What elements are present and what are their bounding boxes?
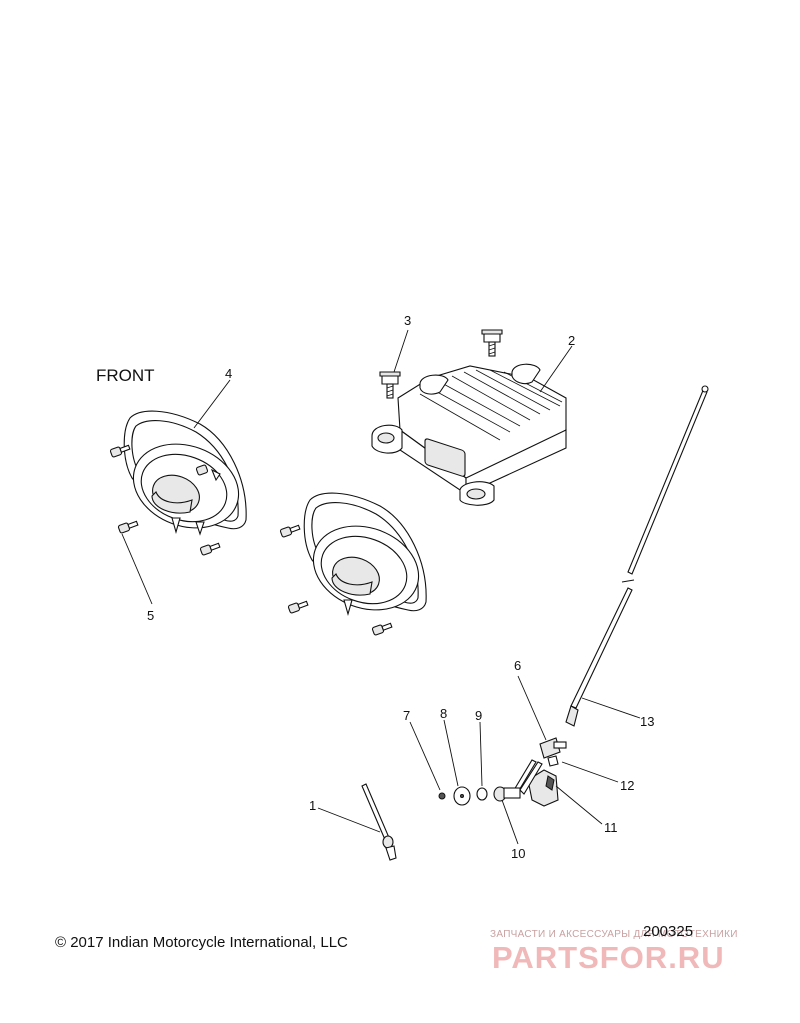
front-label: FRONT [96,366,155,385]
callout-7: 7 [403,708,410,723]
speaker-left [123,410,247,536]
callout-8: 8 [440,706,447,721]
callout-1: 1 [309,798,316,813]
callout-4: 4 [225,366,232,381]
callout-leaders [121,329,641,845]
callout-5: 5 [147,608,154,623]
antenna-mast [565,385,709,727]
callout-9: 9 [475,708,482,723]
drawing-number: 200325 [643,923,694,940]
watermark-logo: PARTSFOR.RU [492,940,725,975]
callout-6: 6 [514,658,521,673]
amplifier-bolts [379,329,503,399]
watermark-subtitle: ЗАПЧАСТИ И АКСЕССУАРЫ ДЛЯ МОТОТЕХНИКИ [490,929,738,940]
callout-13: 13 [640,714,654,729]
antenna-mount-hardware [438,737,567,807]
callout-11: 11 [604,820,618,835]
antenna-cable-pin [361,783,397,861]
callout-3: 3 [404,313,411,328]
copyright-text: © 2017 Indian Motorcycle International, … [55,934,348,951]
callout-2: 2 [568,333,575,348]
amplifier-module [371,363,567,506]
callout-numbers: 1 2 3 4 5 6 7 8 9 10 11 12 13 [147,313,654,861]
speaker-right [303,492,427,617]
callout-12: 12 [620,778,634,793]
speaker-screws [109,444,393,636]
callout-10: 10 [511,846,525,861]
